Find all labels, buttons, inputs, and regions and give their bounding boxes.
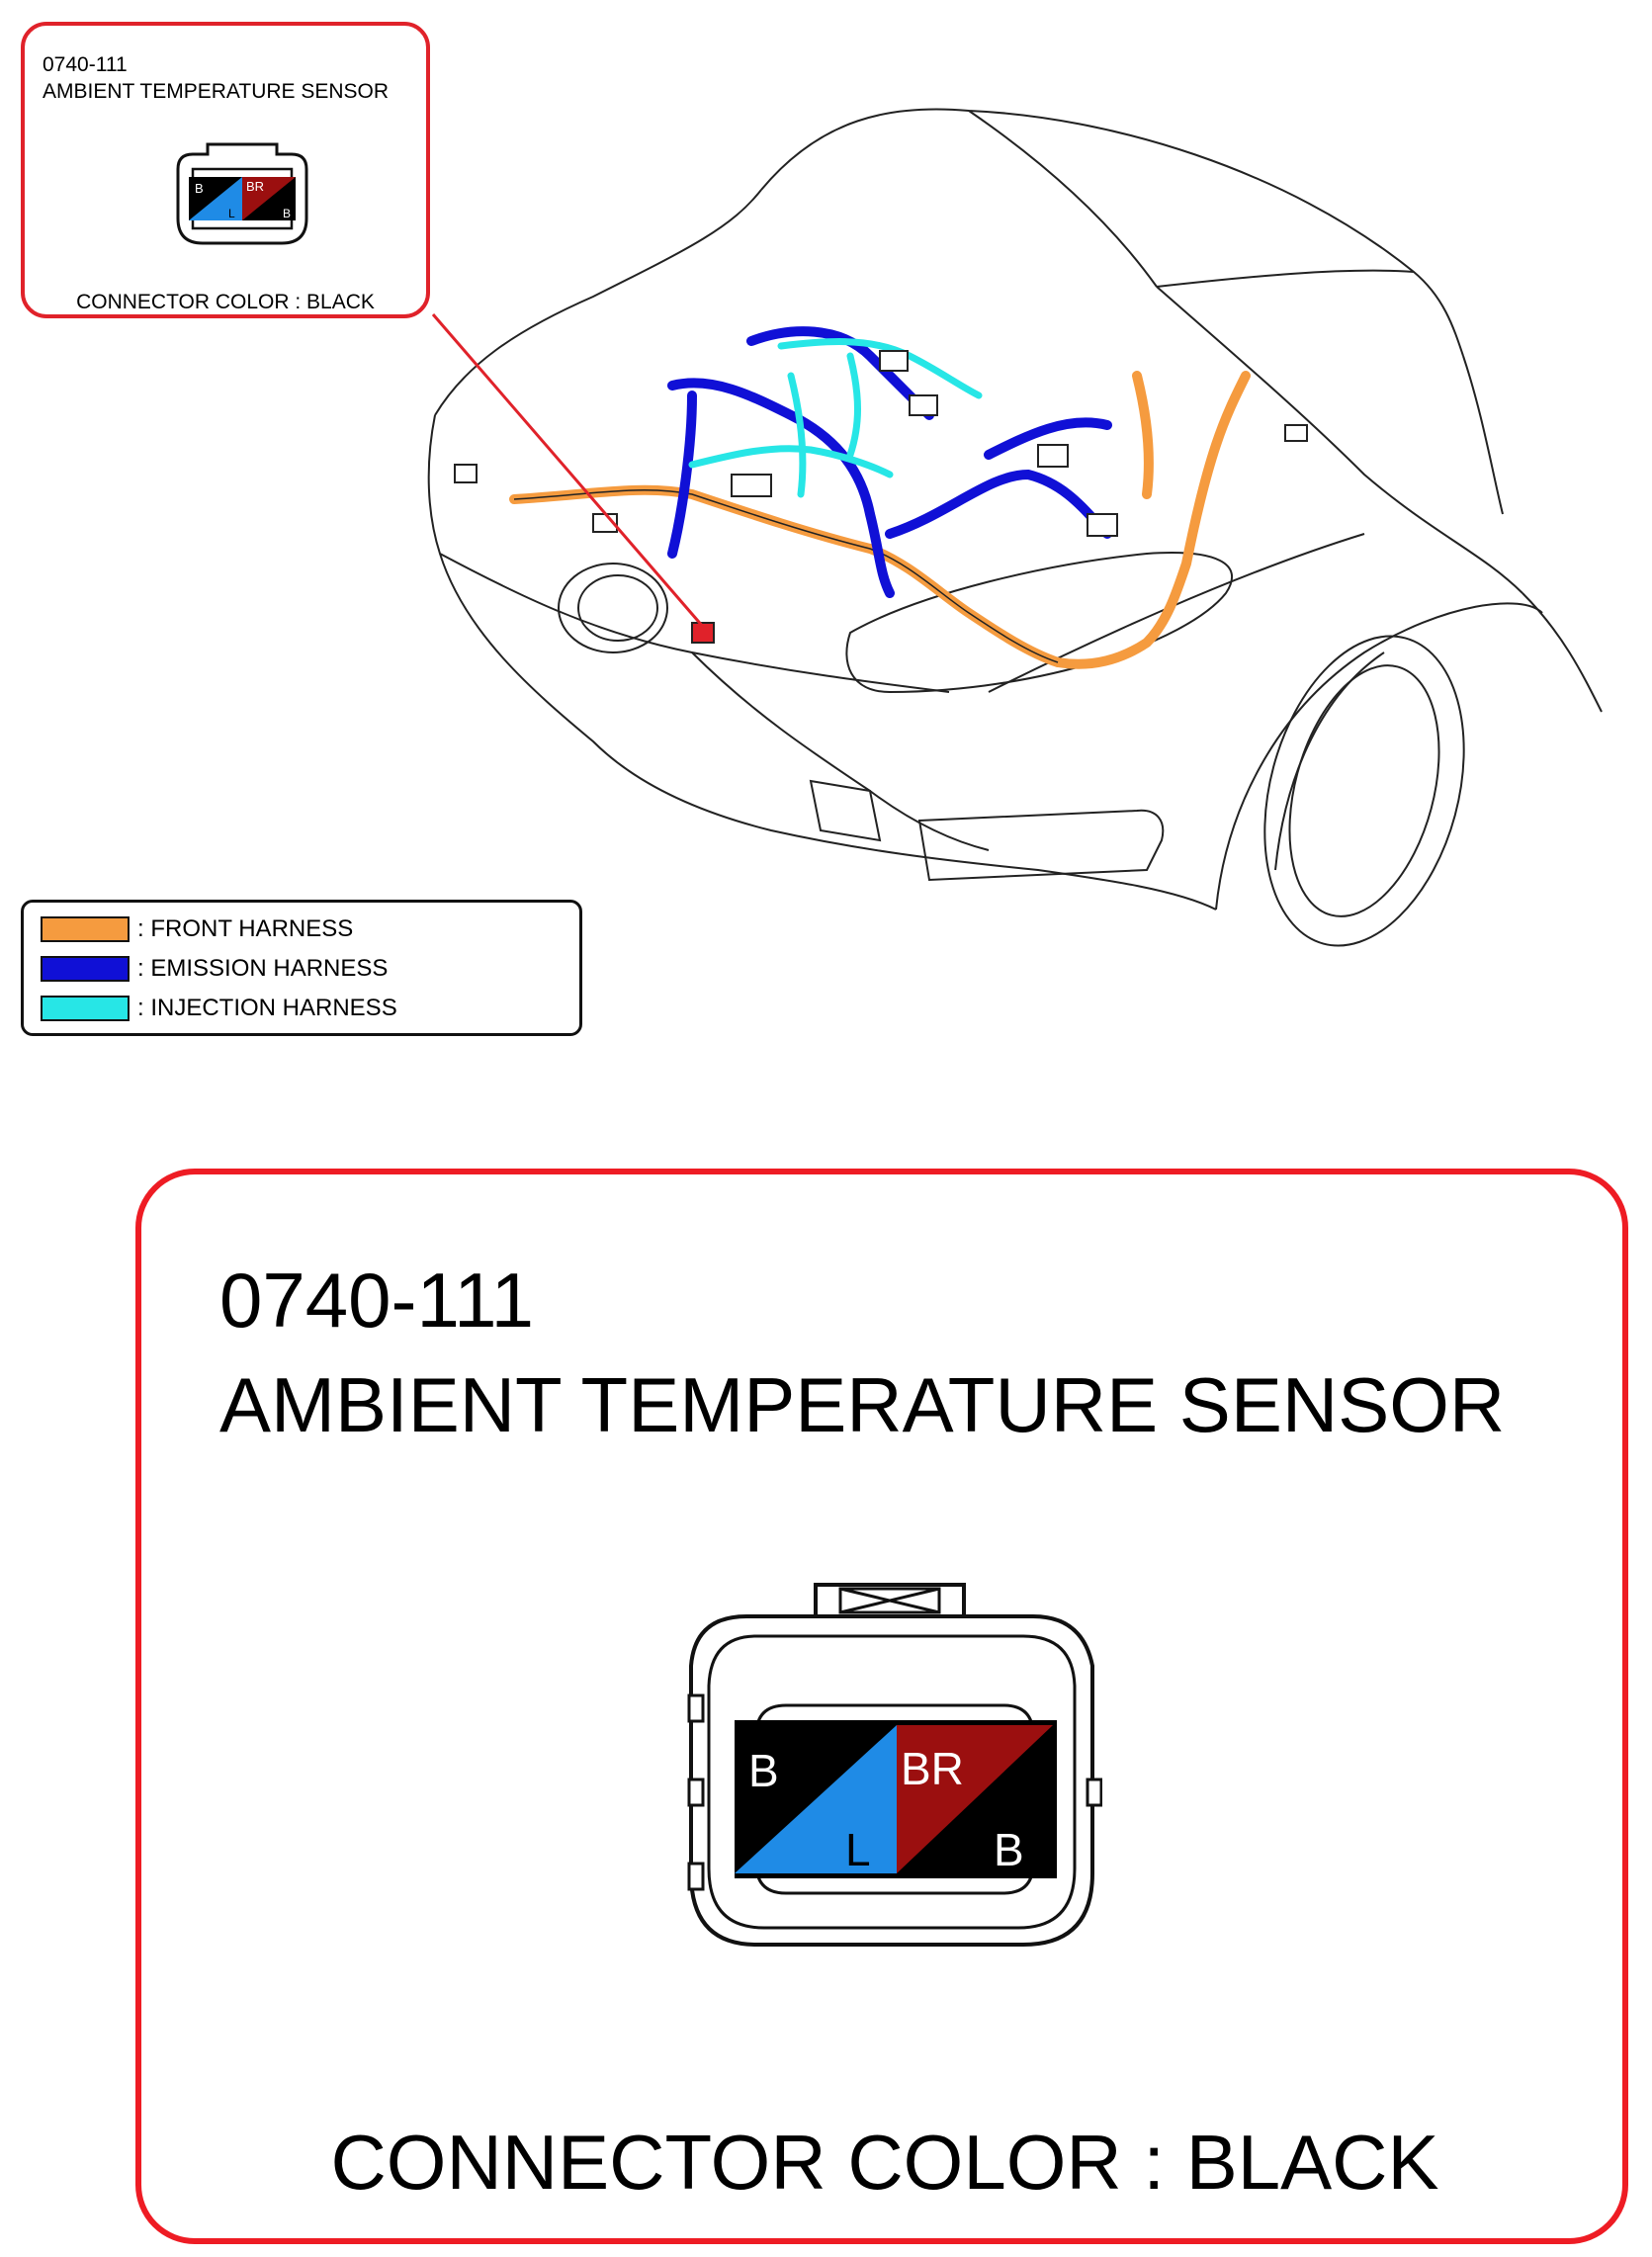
pin-label-right-bottom: B bbox=[994, 1824, 1024, 1875]
legend-item-emission: : EMISSION HARNESS bbox=[41, 954, 388, 984]
legend-item-front: : FRONT HARNESS bbox=[41, 914, 353, 944]
harness-connectors bbox=[454, 350, 1308, 537]
svg-text:L: L bbox=[228, 207, 235, 220]
callout-leader-line bbox=[431, 313, 706, 629]
svg-text:B: B bbox=[195, 181, 204, 196]
emission-harness-swatch bbox=[41, 956, 130, 982]
injection-harness-swatch bbox=[41, 996, 130, 1021]
connector-color-large: CONNECTOR COLOR : BLACK bbox=[330, 2119, 1439, 2206]
pin-label-right-top: BR bbox=[901, 1743, 964, 1794]
harness-legend: : FRONT HARNESS : EMISSION HARNESS : INJ… bbox=[21, 900, 582, 1036]
connector-name-small: AMBIENT TEMPERATURE SENSOR bbox=[43, 80, 390, 103]
connector-code-large: 0740-111 bbox=[219, 1257, 535, 1344]
small-connector-callout: 0740-111 AMBIENT TEMPERATURE SENSOR B BR… bbox=[21, 22, 430, 318]
legend-label: : EMISSION HARNESS bbox=[137, 955, 389, 982]
connector-face-small-icon: B BR L B bbox=[176, 142, 308, 245]
legend-item-injection: : INJECTION HARNESS bbox=[41, 994, 397, 1023]
injection-harness-wire bbox=[688, 338, 983, 498]
front-harness-swatch bbox=[41, 916, 130, 942]
connector-color-small: CONNECTOR COLOR : BLACK bbox=[76, 291, 375, 313]
connector-code-small: 0740-111 bbox=[43, 53, 128, 76]
front-harness-outline bbox=[513, 488, 1059, 663]
pin-label-left-top: B bbox=[748, 1745, 779, 1796]
legend-label: : INJECTION HARNESS bbox=[137, 995, 397, 1021]
svg-text:B: B bbox=[283, 207, 291, 220]
pin-label-left-bottom: L bbox=[845, 1824, 871, 1875]
emission-harness-wire bbox=[667, 326, 1112, 598]
legend-label: : FRONT HARNESS bbox=[137, 915, 354, 942]
car-body-outline bbox=[427, 108, 1603, 947]
ambient-sensor-marker bbox=[691, 622, 715, 644]
vehicle-wiring-illustration bbox=[427, 108, 1603, 947]
svg-text:BR: BR bbox=[246, 179, 264, 194]
connector-face-large-icon: B BR L B bbox=[687, 1583, 1102, 1947]
connector-name-large: AMBIENT TEMPERATURE SENSOR bbox=[219, 1361, 1506, 1448]
front-harness-wire bbox=[509, 371, 1251, 669]
